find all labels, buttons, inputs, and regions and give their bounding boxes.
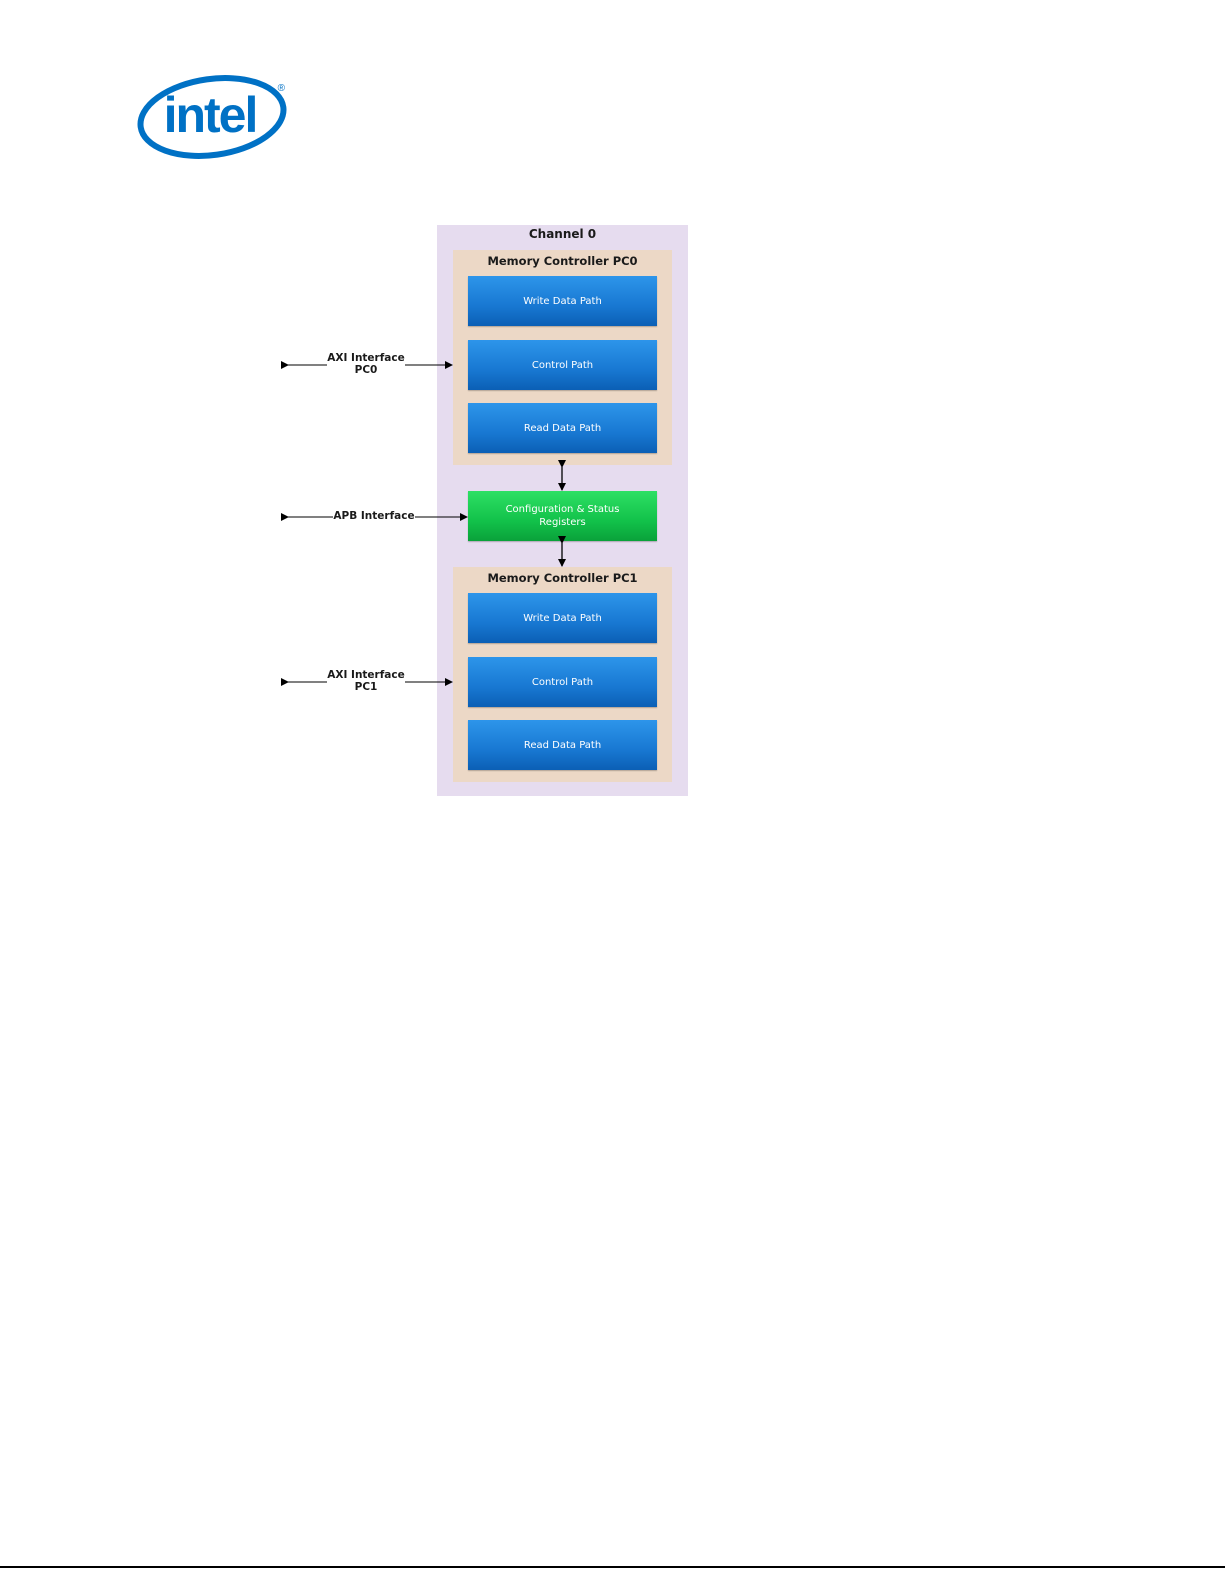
configuration-status-registers-block: Configuration & Status Registers (468, 491, 657, 541)
csr-label-line1: Configuration & Status (506, 503, 620, 516)
pc0-write-data-path-block: Write Data Path (468, 276, 657, 326)
axi-pc0-line2: PC0 (327, 364, 405, 376)
memory-controller-pc0-title: Memory Controller PC0 (453, 254, 672, 268)
pc1-control-path-block: Control Path (468, 657, 657, 707)
axi-pc1-line2: PC1 (327, 681, 405, 693)
apb-interface-label: APB Interface (333, 510, 415, 522)
pc1-read-data-path-block: Read Data Path (468, 720, 657, 770)
csr-label-line2: Registers (539, 516, 585, 529)
axi-interface-pc1-label: AXI Interface PC1 (327, 669, 405, 693)
axi-pc0-line1: AXI Interface (327, 352, 405, 364)
pc0-control-path-block: Control Path (468, 340, 657, 390)
axi-pc1-line1: AXI Interface (327, 669, 405, 681)
intel-logo-registered-mark: ® (278, 83, 285, 94)
pc0-read-data-path-block: Read Data Path (468, 403, 657, 453)
intel-logo: intel ® (135, 73, 295, 163)
pc1-write-data-path-block: Write Data Path (468, 593, 657, 643)
memory-controller-pc1-title: Memory Controller PC1 (453, 571, 672, 585)
channel-title: Channel 0 (437, 227, 688, 241)
axi-interface-pc0-label: AXI Interface PC0 (327, 352, 405, 376)
intel-logo-text: intel (135, 73, 285, 157)
page-bottom-rule (0, 1566, 1225, 1568)
